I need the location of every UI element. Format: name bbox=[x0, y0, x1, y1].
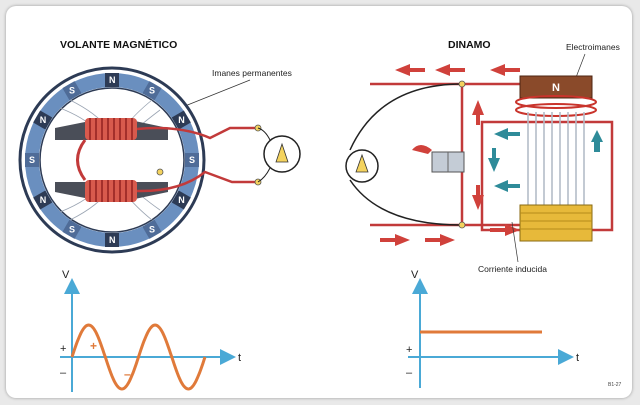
arrow-red-down bbox=[472, 185, 484, 210]
graph-right-minus: – bbox=[406, 367, 413, 379]
graph-right-y-label: V bbox=[411, 269, 419, 281]
arrow-red-rotation bbox=[412, 145, 432, 154]
pole-block bbox=[142, 81, 162, 101]
arrow-red-bottom-2 bbox=[425, 234, 455, 246]
commutator bbox=[431, 151, 465, 173]
ac-voltage-graph: V t + – + – bbox=[60, 269, 241, 392]
armature-field-lines bbox=[527, 112, 585, 205]
pole-n-label: N bbox=[552, 82, 560, 94]
pole-label: S bbox=[29, 155, 35, 165]
arrow-red-bottom-1 bbox=[380, 234, 410, 246]
pole-label: N bbox=[178, 195, 185, 205]
lamp-filament-icon bbox=[275, 142, 289, 163]
label-induced-current: Corriente inducida bbox=[478, 264, 547, 274]
output-wire-top bbox=[136, 126, 258, 140]
electromagnet-bottom bbox=[519, 204, 593, 242]
pole-block bbox=[25, 153, 39, 167]
pole-block bbox=[62, 81, 82, 101]
arrow-red-right-top bbox=[490, 64, 520, 76]
terminal-coil bbox=[156, 168, 164, 176]
pole-shoe-upper-right bbox=[130, 120, 168, 140]
wave-minus-sign: – bbox=[124, 367, 131, 381]
pole-label: N bbox=[40, 115, 47, 125]
pole-block bbox=[33, 110, 53, 130]
pole-block bbox=[33, 190, 53, 210]
pole-label: N bbox=[178, 115, 185, 125]
graph-right-plus: + bbox=[406, 344, 412, 356]
flywheel-pole-markers: N S N S N S N S N S N S bbox=[25, 73, 199, 247]
label-electromagnets: Electroimanes bbox=[566, 42, 620, 52]
ac-sine-wave bbox=[70, 323, 207, 391]
dynamo-section: DINAMO Electroimanes bbox=[345, 39, 620, 388]
pole-block bbox=[105, 233, 119, 247]
pole-block bbox=[105, 73, 119, 87]
arrow-red-left-1 bbox=[395, 64, 425, 76]
arrow-red-left-2 bbox=[435, 64, 465, 76]
pole-label: N bbox=[40, 195, 47, 205]
output-wire-bottom bbox=[136, 170, 258, 193]
upper-coil bbox=[85, 118, 137, 140]
pole-block bbox=[185, 153, 199, 167]
dc-voltage-graph: V t + – bbox=[406, 269, 579, 388]
pole-label: N bbox=[109, 235, 116, 245]
graph-left-y-label: V bbox=[62, 269, 70, 281]
flywheel-inner-ring bbox=[39, 87, 185, 233]
red-current-arrows bbox=[380, 64, 520, 246]
figure-code: B1-27 bbox=[608, 382, 622, 388]
label-permanent-magnets: Imanes permanentes bbox=[212, 68, 292, 78]
graph-left-plus: + bbox=[60, 343, 66, 355]
pole-label: S bbox=[189, 155, 195, 165]
dynamo-title: DINAMO bbox=[448, 39, 491, 51]
wave-plus-sign: + bbox=[90, 339, 97, 353]
lower-coil bbox=[85, 180, 137, 202]
pole-block bbox=[62, 219, 82, 239]
magnetic-flywheel-section: VOLANTE MAGNÉTICO Imanes permanentes NSN… bbox=[18, 38, 301, 392]
graph-left-x-label: t bbox=[238, 352, 241, 364]
pole-label: S bbox=[69, 86, 75, 96]
flywheel-title: VOLANTE MAGNÉTICO bbox=[60, 38, 177, 51]
pole-block bbox=[171, 110, 191, 130]
graph-left-minus: – bbox=[60, 367, 67, 379]
pole-label: S bbox=[69, 224, 75, 234]
pole-block bbox=[142, 219, 162, 239]
pole-label: N bbox=[109, 75, 116, 85]
teal-field-arrows bbox=[488, 128, 603, 192]
dynamo-lamp-filament-icon bbox=[355, 153, 369, 173]
electromagnet-top: N bbox=[515, 75, 597, 117]
pole-label: S bbox=[149, 224, 155, 234]
coil-link-wire bbox=[76, 139, 87, 181]
arrow-red-up bbox=[472, 100, 484, 125]
pole-label: S bbox=[149, 86, 155, 96]
graph-right-x-label: t bbox=[576, 352, 579, 364]
pole-block bbox=[171, 190, 191, 210]
